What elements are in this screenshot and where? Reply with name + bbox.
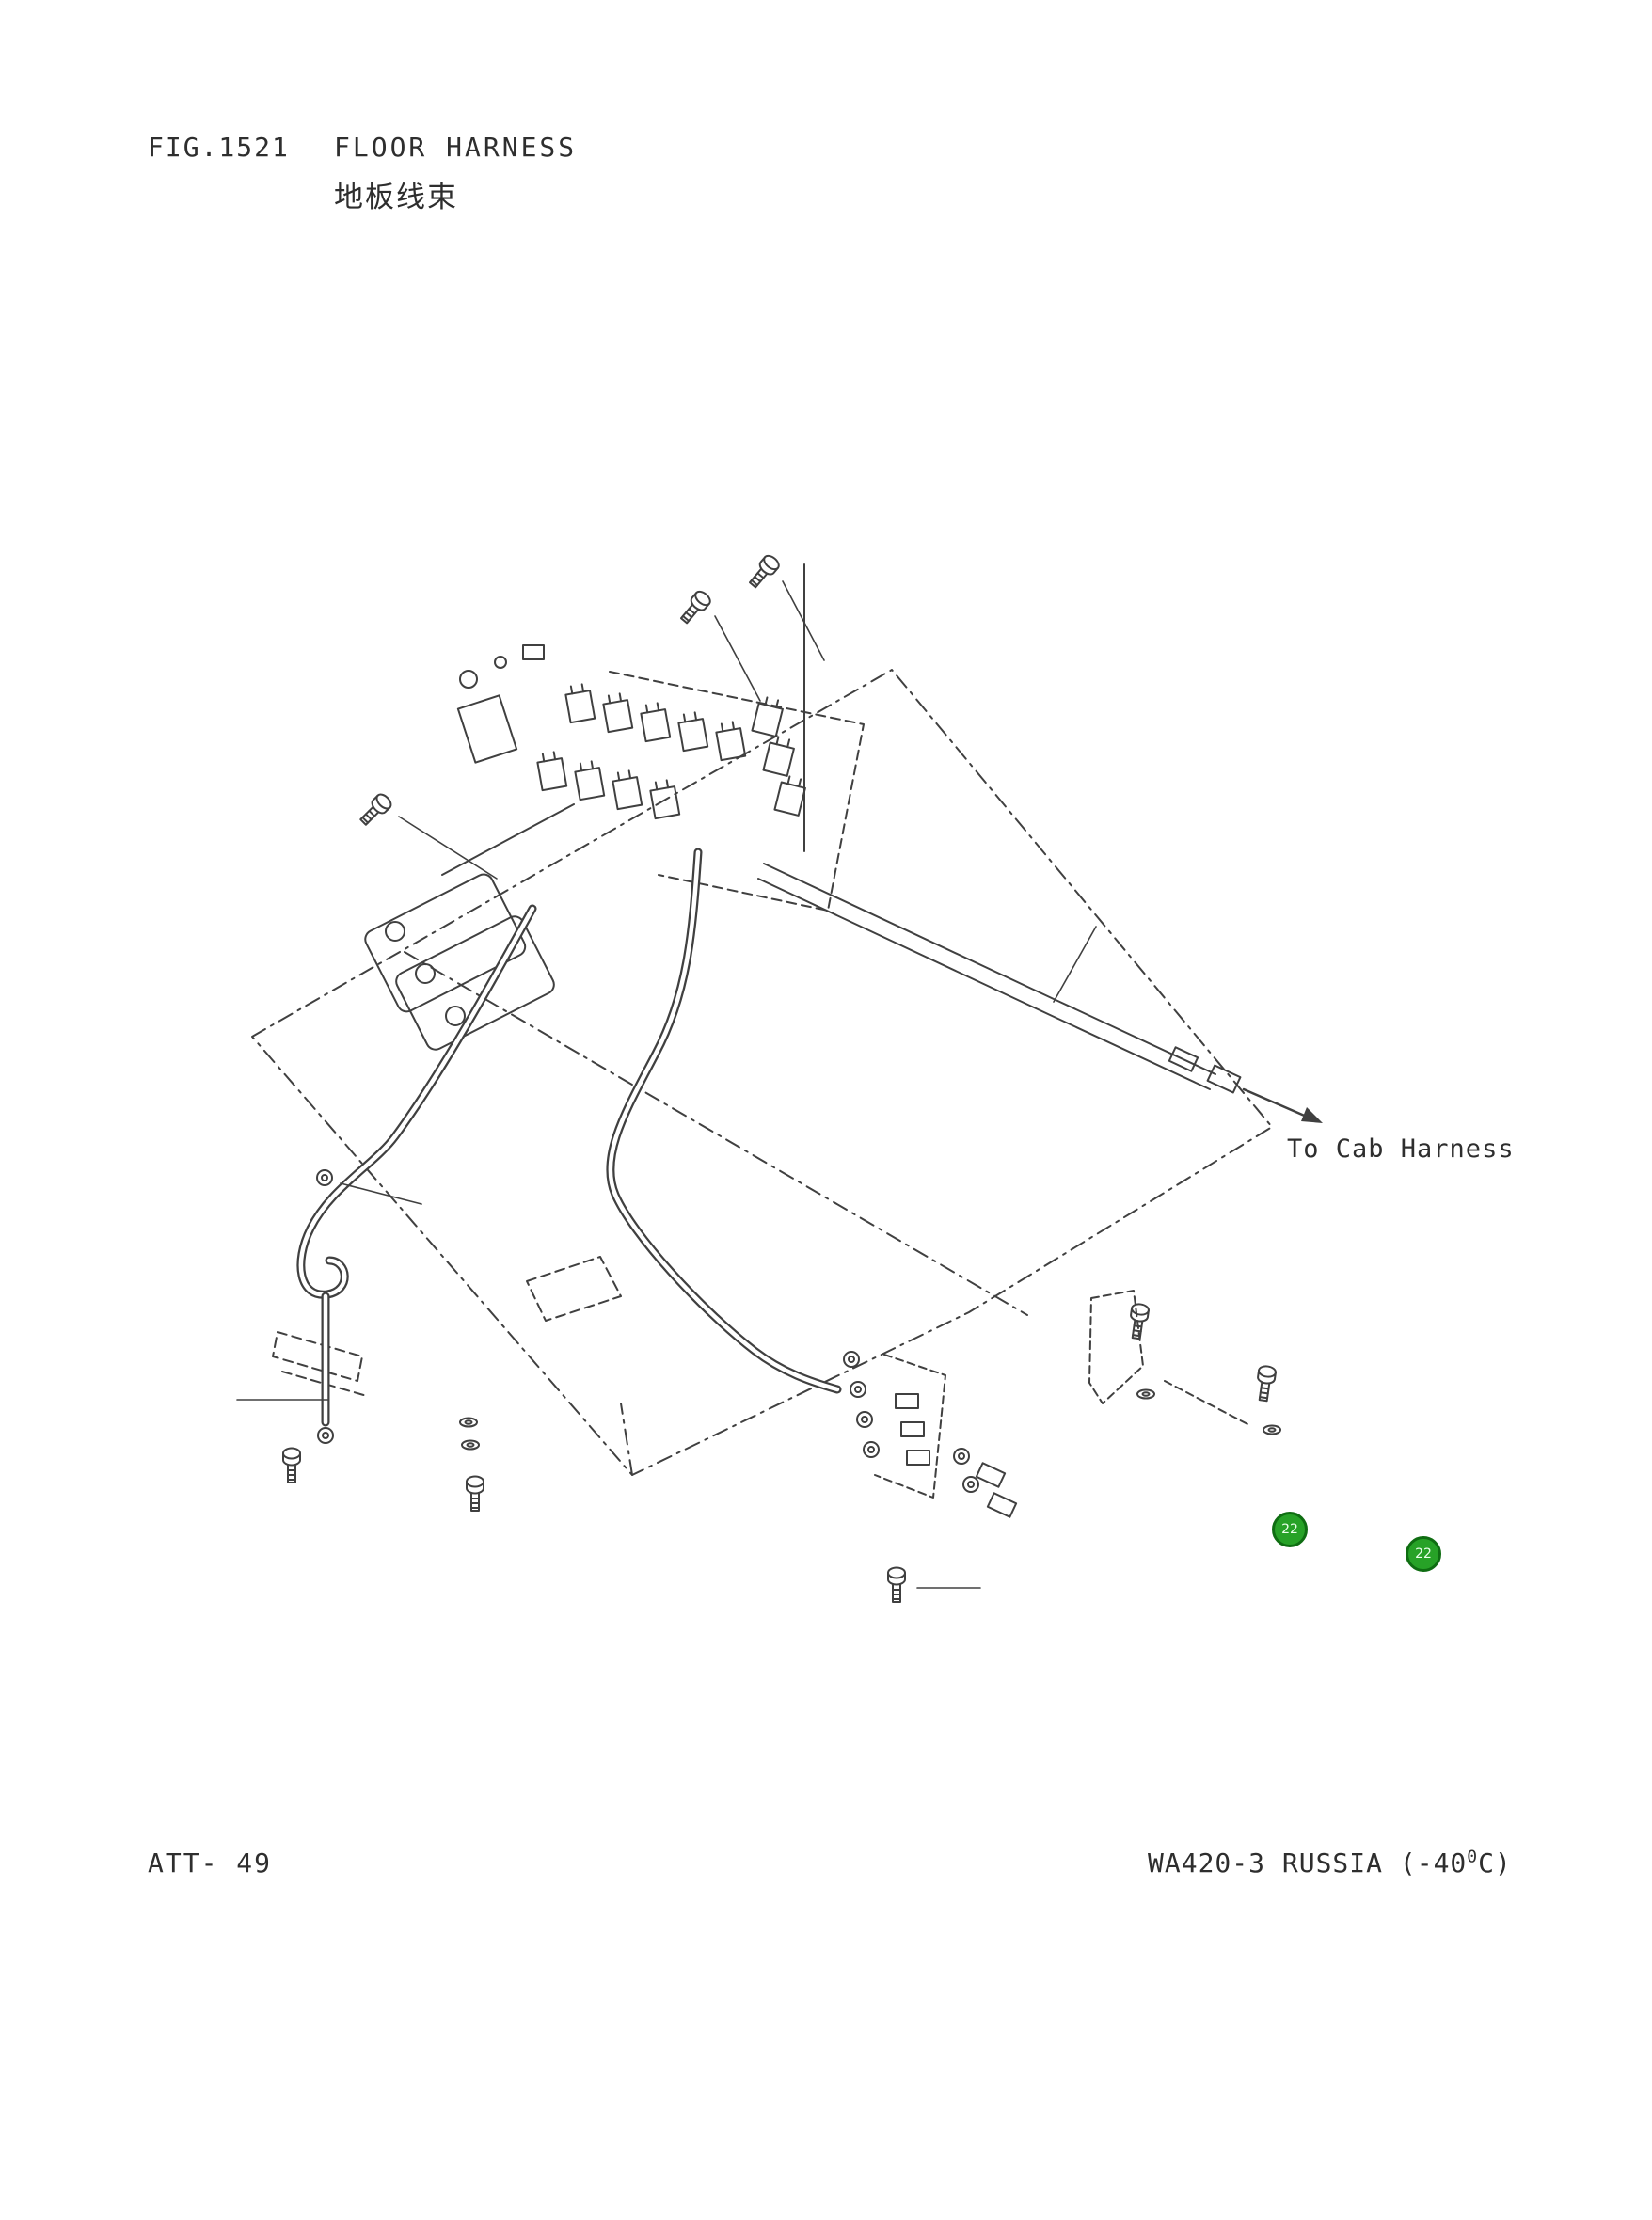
connector-cluster (843, 1351, 1018, 1518)
callout-badge[interactable]: 22 (1272, 1512, 1308, 1547)
relay-icon (773, 773, 808, 817)
fig-number: FIG.1521 (148, 132, 290, 163)
grommet-icon (856, 1411, 873, 1428)
grommet-icon (863, 1441, 880, 1458)
relay-icon (572, 759, 606, 801)
relay-icon (563, 682, 596, 724)
leader-lines (236, 580, 1097, 1589)
bolt-icon (1253, 1364, 1278, 1403)
relay-icon (638, 701, 672, 743)
relay-icon (610, 769, 643, 811)
relay-icon (713, 720, 747, 762)
footer-model-text: WA420-3 RUSSIA (-40 (1148, 1847, 1468, 1879)
floor-plate-outline (251, 669, 1273, 1476)
grommet-icon (317, 1427, 334, 1444)
harness-cables (296, 848, 1242, 1444)
footer-model-sup: 0 (1467, 1847, 1479, 1867)
bolt-icon (466, 1475, 484, 1512)
grommet-icon (953, 1448, 970, 1465)
plug-icon (316, 1169, 333, 1186)
plate-details (272, 671, 865, 1397)
bolt-icon (676, 588, 714, 627)
page-subtitle-cn: 地板线束 (334, 181, 458, 214)
bolt-icon (282, 1447, 301, 1483)
to-cab-arrow-icon (1242, 1087, 1323, 1123)
relay-block-cluster (456, 563, 808, 852)
to-cab-harness-label: To Cab Harness (1287, 1134, 1515, 1164)
footer-model-ref: WA420-3 RUSSIA (-400C) (1148, 1847, 1512, 1879)
grommet-icon (962, 1476, 979, 1493)
callout-badge-label: 22 (1415, 1546, 1432, 1562)
washer-icon (459, 1417, 478, 1428)
mount-bracket (1088, 1290, 1252, 1427)
relay-icon (675, 710, 709, 753)
grommet-icon (843, 1351, 860, 1368)
callout-badge-label: 22 (1281, 1522, 1298, 1537)
washer-icon (1136, 1388, 1155, 1400)
page-title: FLOOR HARNESS (334, 132, 578, 163)
relay-icon (600, 691, 634, 734)
valve-assembly (364, 803, 575, 1051)
bolt-icon (887, 1566, 906, 1603)
footer-model-suffix: C) (1478, 1847, 1512, 1879)
washer-icon (1263, 1424, 1281, 1435)
relay-icon (647, 778, 681, 820)
bolt-icon (745, 552, 783, 592)
relay-icon (534, 750, 568, 792)
callout-badge[interactable]: 22 (1406, 1536, 1441, 1572)
bolt-icon (356, 790, 395, 830)
grommet-icon (850, 1381, 866, 1398)
footer-page-ref: ATT- 49 (148, 1847, 273, 1879)
washer-icon (461, 1439, 480, 1451)
